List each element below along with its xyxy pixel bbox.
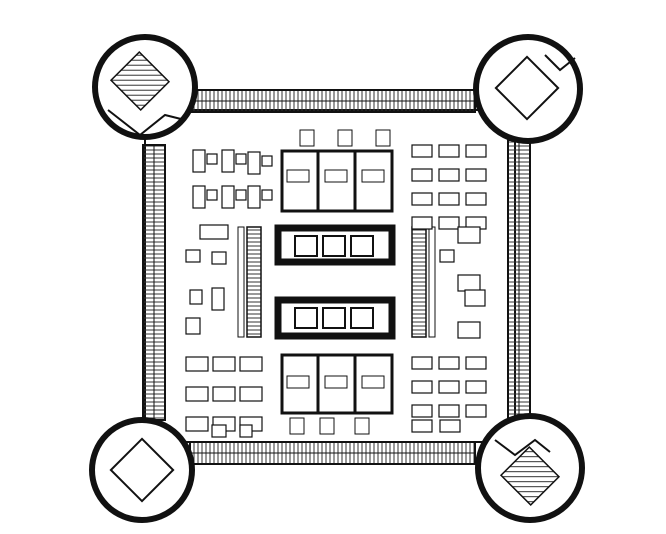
desk — [206, 189, 218, 201]
desk — [221, 185, 235, 209]
desk — [212, 356, 236, 372]
desk — [261, 155, 273, 167]
desk — [411, 192, 433, 206]
desk — [239, 424, 253, 438]
desk — [192, 185, 206, 209]
desk — [211, 251, 227, 265]
desk — [465, 380, 487, 394]
desk — [211, 424, 227, 438]
corner-tower-se — [475, 413, 585, 523]
enclosed-offices-top — [280, 129, 394, 213]
desk — [465, 404, 487, 418]
desk — [212, 386, 236, 402]
desk — [206, 153, 218, 165]
desk — [261, 189, 273, 201]
desk — [438, 356, 460, 370]
desk — [185, 317, 201, 335]
desk — [411, 419, 433, 433]
desk — [199, 224, 229, 240]
desk — [438, 404, 460, 418]
open-office-desks — [185, 144, 487, 438]
perimeter-band-west — [142, 144, 166, 421]
desk — [192, 149, 206, 173]
desk — [247, 185, 261, 209]
desk — [411, 356, 433, 370]
escalator-west-rail — [237, 226, 245, 338]
desk — [185, 416, 209, 432]
desk — [185, 356, 209, 372]
desk — [185, 386, 209, 402]
desk — [239, 356, 263, 372]
desk — [465, 144, 487, 158]
desk — [465, 192, 487, 206]
desk — [239, 386, 263, 402]
desk — [439, 249, 455, 263]
desk — [411, 168, 433, 182]
corner-tower-sw — [89, 417, 195, 523]
perimeter-band-south — [189, 441, 476, 465]
desk — [457, 274, 481, 292]
perimeter-band-north — [189, 89, 476, 113]
corner-tower-nw — [92, 34, 198, 140]
enclosed-offices-bottom — [280, 353, 394, 435]
desk — [247, 151, 261, 175]
desk — [457, 321, 481, 339]
desk — [411, 404, 433, 418]
desk — [185, 249, 201, 263]
escalator-east — [411, 226, 427, 338]
desk — [438, 144, 460, 158]
escalator-west — [246, 226, 262, 338]
desk — [189, 289, 203, 305]
desk — [465, 356, 487, 370]
desk — [411, 380, 433, 394]
desk — [235, 153, 247, 165]
desk — [235, 189, 247, 201]
desk — [438, 380, 460, 394]
corner-tower-ne — [473, 34, 583, 144]
desk — [411, 144, 433, 158]
service-core-upper — [274, 224, 396, 266]
perimeter-band-east — [507, 139, 531, 423]
desk — [438, 168, 460, 182]
desk — [411, 216, 433, 230]
desk — [464, 289, 486, 307]
desk — [438, 192, 460, 206]
desk — [465, 168, 487, 182]
desk — [211, 287, 225, 311]
desk — [457, 226, 481, 244]
desk — [438, 216, 460, 230]
desk — [221, 149, 235, 173]
desk — [439, 419, 461, 433]
service-core-lower — [274, 296, 396, 340]
